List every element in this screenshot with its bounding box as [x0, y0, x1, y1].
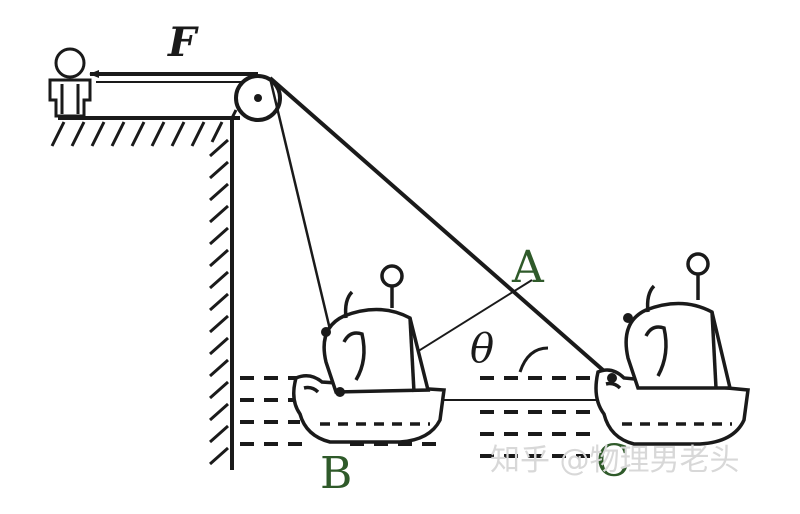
pulley-icon: [230, 74, 282, 122]
boat-b-icon: [292, 264, 446, 444]
cliff-ledge: [58, 116, 240, 470]
watermark-text: 知乎 @物理男老头: [490, 443, 740, 478]
angle-arc: [518, 346, 549, 373]
rope-to-c: [268, 76, 614, 380]
point-c-label: C: [596, 436, 630, 487]
water-surface: [240, 376, 600, 458]
angle-label: θ: [470, 326, 494, 372]
force-label: F: [167, 19, 199, 66]
boat-c-icon: [594, 252, 750, 446]
rope-to-b: [268, 77, 334, 339]
wall-hatching: [209, 138, 229, 466]
ledge-hatching: [50, 121, 224, 147]
person-icon: [48, 47, 92, 118]
point-a-label: A: [511, 242, 545, 293]
point-b-label: B: [320, 448, 352, 499]
